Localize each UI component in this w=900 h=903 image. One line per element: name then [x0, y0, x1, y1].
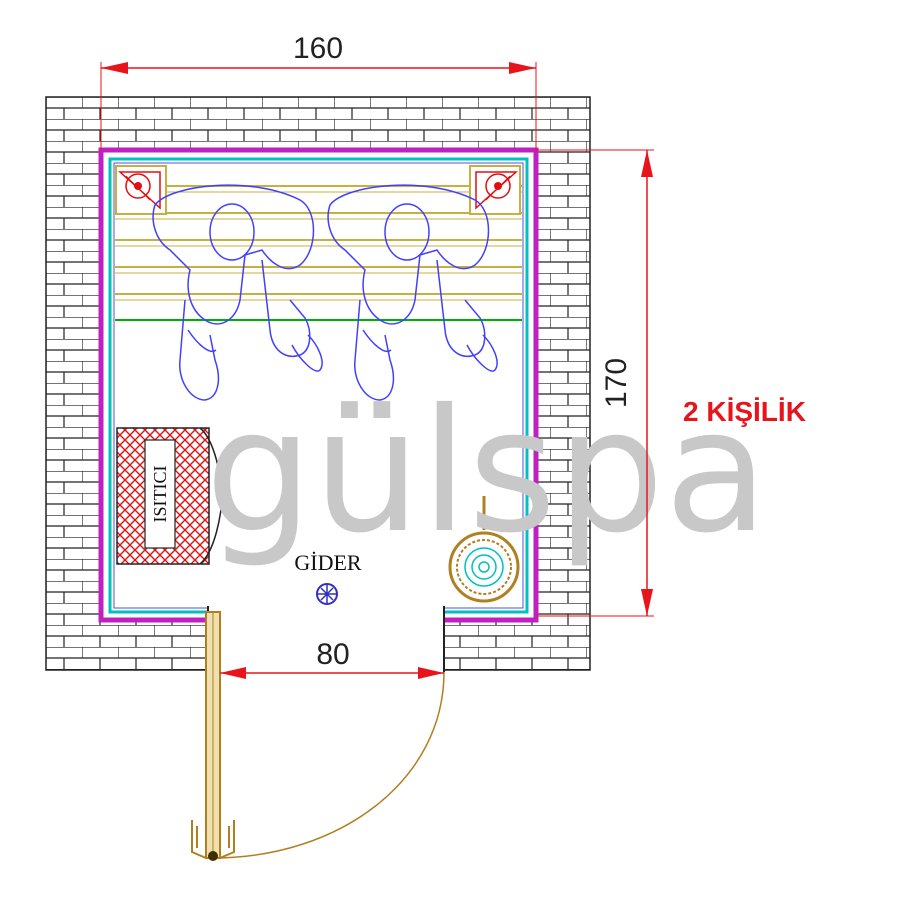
width-dimension-label: 160 — [293, 32, 343, 65]
height-dimension-label: 170 — [600, 358, 633, 408]
watermark: gülspa — [205, 373, 769, 571]
dimension-door: 80 — [220, 638, 444, 679]
bench — [115, 185, 522, 321]
capacity-label: 2 KİŞİLİK — [683, 396, 806, 427]
heater-label: ISITICI — [150, 466, 170, 523]
dimension-height: 170 — [536, 149, 654, 617]
corner-lamp-left — [115, 165, 167, 215]
seated-person-right — [327, 184, 498, 401]
drain-label: GİDER — [294, 550, 362, 575]
dimension-width: 160 — [100, 32, 537, 150]
bucket — [448, 496, 520, 603]
seated-person-left — [152, 184, 323, 401]
heater: ISITICI — [116, 427, 223, 565]
drain: GİDER — [294, 550, 362, 605]
corner-lamp-right — [469, 165, 521, 215]
door-dimension-label: 80 — [316, 638, 349, 671]
door — [191, 611, 445, 861]
